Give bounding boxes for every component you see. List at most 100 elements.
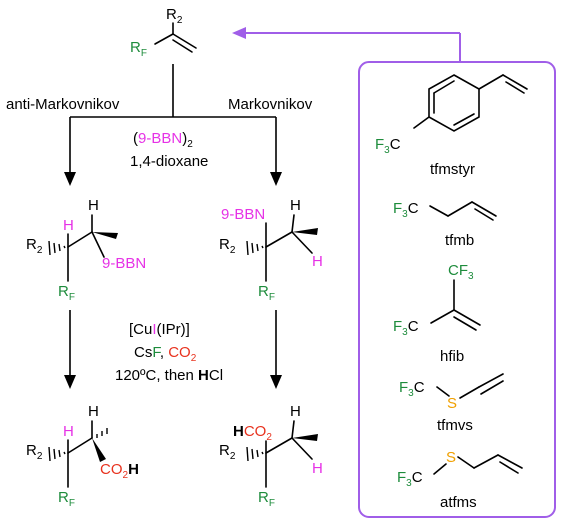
bond [473,454,499,469]
bond [505,81,525,94]
bond [453,309,481,326]
bond [497,454,523,469]
substrate-name: tfmb [445,232,474,249]
h-label: H [290,403,301,420]
reagent-9bbn-dimer: (9-BBN)2 [133,130,193,150]
start-r-label: R2 [166,6,183,26]
bond [499,461,519,474]
bond [67,437,93,454]
wedge-bond [92,438,106,462]
boryl-label: 9-BBN [102,255,146,272]
substrate-name: tfmstyr [430,161,475,178]
bond [433,80,455,94]
cf3-label: F3C [375,136,401,156]
substrate-panel-link [232,27,461,62]
bond [447,201,473,217]
cf3-label: F3C [393,200,419,220]
bond [502,74,528,90]
substrate-name: atfms [440,494,477,511]
h-label: H [312,253,323,270]
bond [265,231,293,248]
hash-bond [48,240,66,256]
bond [480,380,504,395]
substrate-panel [358,61,556,518]
benzene-ring [428,74,480,132]
r2-label: R2 [219,236,236,256]
bond [429,205,449,217]
intermediate-right: 9-BBN H R2 H RF [219,197,323,303]
bond [433,463,447,475]
rf-label: RF [258,489,275,509]
h-label: H [88,197,99,214]
h-label: H [88,403,99,420]
substrate-hfib: CF3 F3C hfib [393,262,481,365]
second-step-arrows [64,310,282,389]
bond [457,456,475,469]
bond [291,231,313,254]
bond [265,437,293,454]
panel-arrowhead [232,27,246,39]
branch-split [64,64,282,186]
sulfur-label: S [447,395,457,412]
h-label: H [63,217,74,234]
bond [478,74,504,90]
bond [172,39,193,53]
left-arrowhead [64,375,76,389]
bond [154,33,174,45]
bond [478,373,504,388]
hash-bond [246,446,264,462]
wedge-bond [92,232,118,239]
bond [291,437,313,460]
bond [436,386,450,397]
rf-label: RF [58,283,75,303]
r2-label: R2 [26,236,43,256]
cf3-label: F3C [393,318,419,338]
start-rf-label: RF [130,39,147,59]
h-label: H [63,423,74,440]
bond [291,420,295,439]
top-cf3-label: CF3 [448,262,474,282]
bond [453,113,475,126]
wedge-bond [292,434,318,441]
hash-bond [246,240,264,256]
intermediate-left: H H R2 9-BBN RF [26,197,146,303]
rf-label: RF [258,283,275,303]
bond [453,316,477,331]
bond [67,231,93,248]
h-label: H [290,197,301,214]
base-co2-label: CsF, CO2 [134,344,197,364]
bond [91,231,105,258]
starting-alkene: R2 RF [130,6,197,59]
carboxyl-label: HCO2 [233,423,272,443]
catalyst-label: [CuI(IPr)] [129,321,190,338]
solvent-label: 1,4-dioxane [130,153,208,170]
sulfur-label: S [446,449,456,466]
product-right: HCO2 H R2 H RF [219,403,323,509]
bond [474,208,494,221]
boryl-label: 9-BBN [221,206,265,223]
substrate-tfmb: F3C tfmb [393,200,497,249]
substrate-tfmstyr: F3C tfmstyr [375,74,528,178]
substrate-name: tfmvs [437,417,473,434]
substrate-tfmvs: F3C S tfmvs [399,373,504,434]
bond [291,214,295,233]
right-arrowhead [270,375,282,389]
carboxyl-label: CO2H [100,461,139,481]
right-arrowhead [270,172,282,186]
substrate-name: hfib [440,348,464,365]
wedge-bond [292,228,318,235]
substrate-atfms: F3C S atfms [397,449,523,511]
bond [413,116,430,129]
bond [459,386,480,399]
markovnikov-label: Markovnikov [228,96,313,113]
cf3-label: F3C [397,469,423,489]
left-arrowhead [64,172,76,186]
r2-label: R2 [26,442,43,462]
bond [172,33,197,49]
cf3-label: F3C [399,379,425,399]
h-label: H [312,460,323,477]
r2-label: R2 [219,442,236,462]
hash-bond [96,428,108,438]
bond [471,201,497,217]
